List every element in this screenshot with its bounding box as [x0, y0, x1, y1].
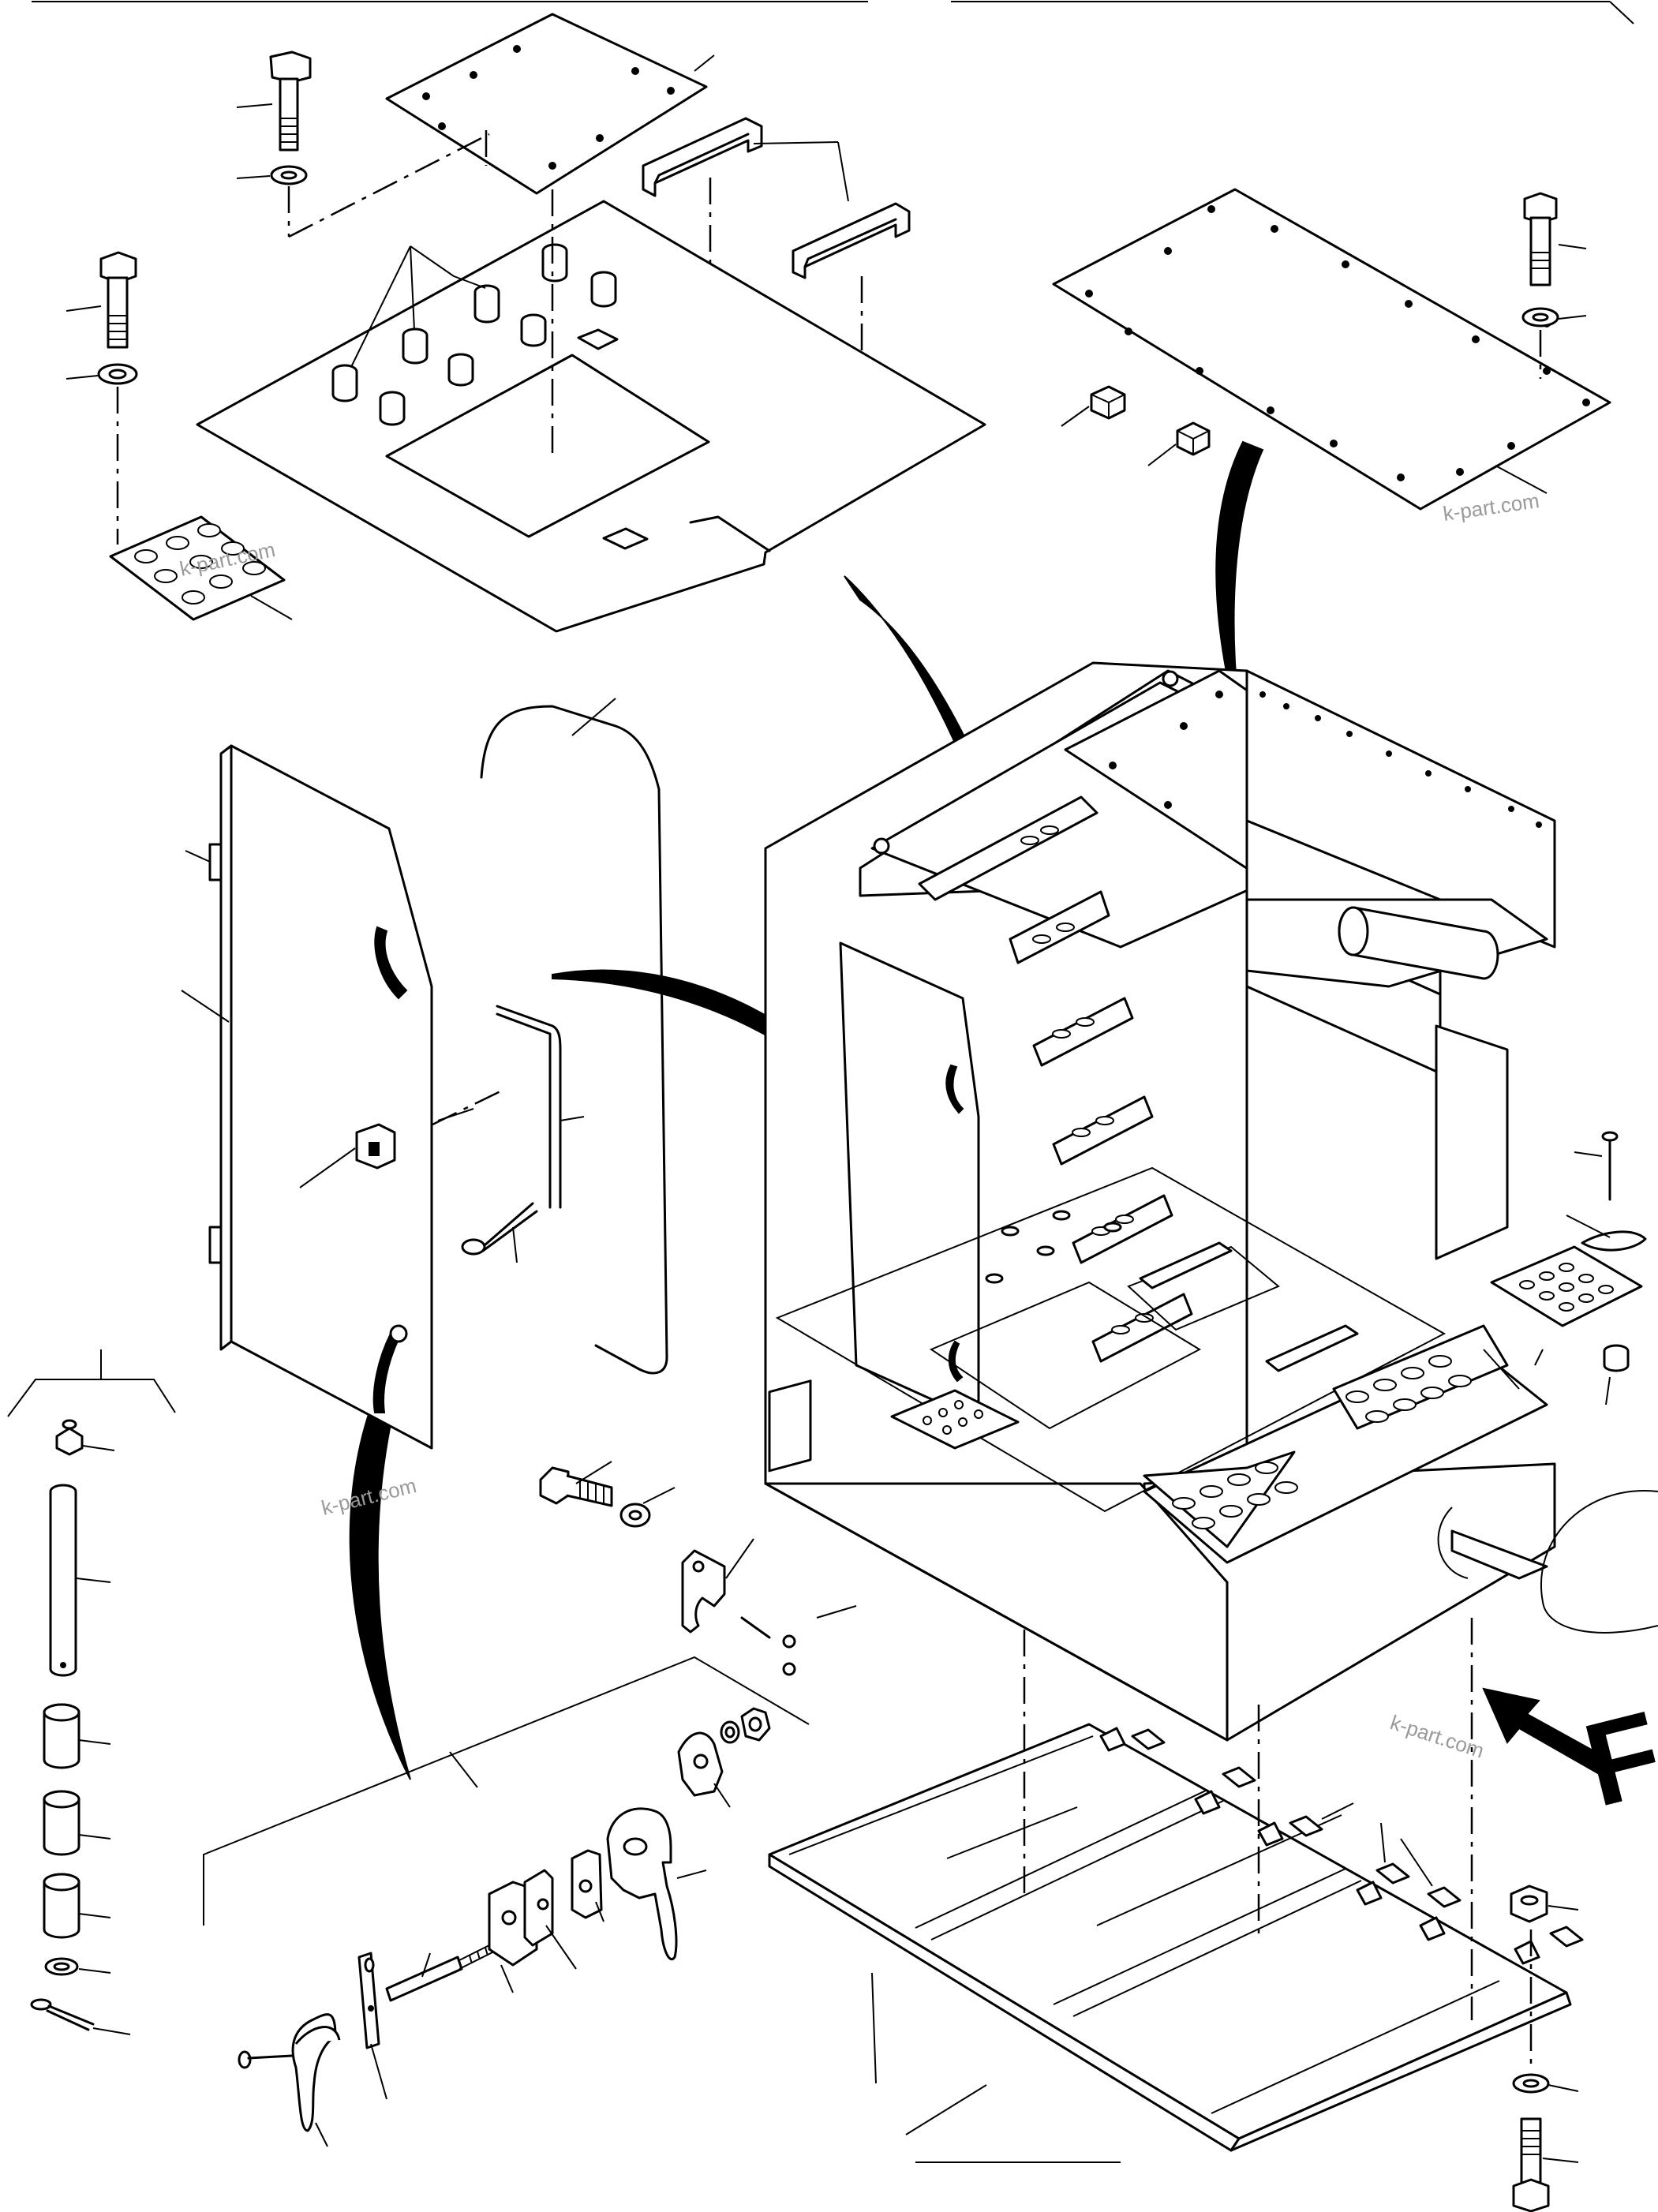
- step-deck: [1143, 1324, 1548, 1564]
- washer-3: [1521, 307, 1587, 327]
- view-arrow-icon: [1482, 1687, 1611, 1777]
- grease-nipple: [55, 1419, 115, 1456]
- cotter-pin-door: [461, 1202, 538, 1263]
- lock-gasket: [571, 1849, 604, 1922]
- knob-right: [1566, 1215, 1647, 1252]
- watermark-2: k-part.com: [1442, 488, 1541, 526]
- washer-1: [236, 165, 308, 185]
- rubber-cushion-1: [1061, 385, 1126, 427]
- washer-pin: [44, 1957, 111, 1976]
- striker-plate: [681, 1538, 754, 1634]
- bolt-2: [65, 251, 137, 349]
- hinge-pin-stack: [7, 1349, 176, 2035]
- lock-washer: [720, 1720, 740, 1744]
- pin-right: [1574, 1131, 1619, 1201]
- inner-spacers: [985, 1210, 1122, 1284]
- floor-brackets: [1099, 1727, 1540, 1965]
- lock-nut: [740, 1707, 771, 1742]
- side-door: [181, 744, 506, 1450]
- door-window: [480, 698, 668, 1375]
- lock-plate-left: [357, 1952, 387, 2100]
- door-handle-1: [374, 926, 408, 1000]
- main-frame-body: [764, 661, 1658, 1742]
- bolt-1: [236, 51, 312, 152]
- large-cover-plate: [1052, 188, 1611, 511]
- lever-handle: [238, 2013, 341, 2147]
- lock-case-2: [523, 1869, 577, 1970]
- rubber-pins: [1131, 1728, 1584, 1948]
- bolt-3: [1523, 192, 1587, 286]
- nut-bottom-right: [1510, 1885, 1579, 1923]
- bolt-bottom-right: [1512, 2117, 1579, 2212]
- bracket-2: [792, 202, 911, 279]
- spacers: [331, 243, 617, 426]
- door-handle-2: [372, 1324, 408, 1413]
- t-handle: [606, 1807, 707, 1960]
- cotter-pin-bottom: [30, 1998, 131, 2035]
- bottom-floor-plate: [768, 1723, 1572, 2163]
- latch-bracket: [740, 1379, 857, 1676]
- frame-lines: [32, 1, 1634, 24]
- hinge-pin: [49, 1484, 111, 1677]
- lock-rod: [385, 1937, 507, 2002]
- cover-plate: [385, 13, 708, 195]
- alignment-lines: [1023, 1618, 1473, 2020]
- inner-brackets: [1139, 1241, 1359, 1372]
- top-right-cover: k-part.com: [1052, 188, 1611, 526]
- bushing-3: [43, 1873, 111, 1939]
- washer-bottom-right: [1512, 2073, 1579, 2094]
- bracket-1: [642, 117, 763, 197]
- steps-upper: [918, 795, 1193, 1363]
- bushing-2: [43, 1790, 111, 1856]
- inner-door: [839, 941, 980, 1422]
- bracket-hardware: [539, 1379, 857, 1676]
- door-hinge-1: [185, 843, 223, 881]
- cam-lever: [677, 1731, 731, 1808]
- inner-small-plate: [890, 1389, 1020, 1450]
- bushing-right: [1603, 1344, 1630, 1405]
- floor-plate-assembly: k-part.com: [65, 13, 986, 633]
- washer-center: [619, 1487, 676, 1528]
- lock-assembly: [203, 1656, 810, 2147]
- bushing-1: [43, 1703, 111, 1769]
- seal-strip: [496, 1005, 585, 1209]
- perforated-plate-small: [109, 515, 293, 621]
- rubber-cushion-2: [1147, 421, 1211, 466]
- bolt-center: [539, 1461, 613, 1507]
- door-lock: [299, 1123, 396, 1188]
- door-hinge-2: [208, 1226, 223, 1264]
- small-step-right: [1490, 1245, 1643, 1327]
- washer-2: [65, 363, 138, 385]
